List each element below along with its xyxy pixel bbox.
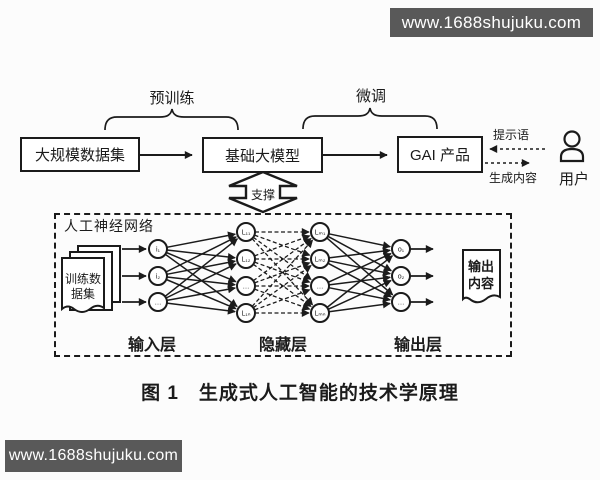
network-edge-dashed [254,261,311,284]
node-label: i₂ [156,274,161,281]
network-node [148,239,168,259]
watermark-bottom: www.1688shujuku.com [5,440,182,472]
network-edge [328,247,391,259]
network-node [310,276,330,296]
network-edge [328,233,391,250]
network-node [310,222,330,242]
output-layer-label: 输出层 [393,337,442,354]
network-nodes [148,222,411,323]
network-edge [328,300,391,313]
node-label: … [243,284,250,291]
node-label: i₁ [156,247,161,254]
network-edge-dashed [254,261,311,284]
hidden-layer-label: 隐藏层 [258,337,307,354]
network-node [236,249,256,269]
pretrain-brace [104,108,239,131]
node-label: … [155,300,162,307]
network-edge-dashed [252,264,312,309]
network-edge-dashed [252,237,312,282]
network-node [391,292,411,312]
finetune-label: 微调 [355,88,386,105]
neural-network-container [54,213,512,357]
pretrain-label: 预训练 [149,90,195,107]
model-box: 基础大模型 [202,137,323,173]
io-arrows [122,245,434,306]
output-doc-line1: 输出 [467,259,494,274]
support-arrow-icon [228,170,298,214]
node-label: Lₘ₂ [315,257,326,264]
input-layer-label: 输入层 [127,337,176,354]
train-doc-line2: 据集 [70,287,95,301]
node-label: L₁₁ [242,230,251,237]
dataset-box: 大规模数据集 [20,137,140,172]
node-label: o₂ [398,274,405,281]
generated-label: 生成内容 [488,171,537,185]
network-node [148,266,168,286]
watermark-top: www.1688shujuku.com [390,8,593,37]
network-node [236,303,256,323]
network-node [310,303,330,323]
node-label: … [398,300,405,307]
train-doc-icon [61,245,121,313]
network-node [236,276,256,296]
network-edges [164,228,394,317]
user-icon [559,130,585,163]
network-edge [165,263,237,299]
network-node [310,249,330,269]
output-doc-text: 输出 内容 [456,258,506,292]
network-node [236,222,256,242]
network-edge [328,286,391,303]
network-edge-dashed [254,288,311,311]
support-label: 支撑 [250,188,275,202]
network-node [391,239,411,259]
finetune-brace [302,107,438,130]
user-label: 用户 [558,171,589,188]
product-box: GAI 产品 [397,136,483,173]
network-edge [327,279,392,310]
network-edge [326,255,394,308]
node-label: Lₘ₁ [315,230,326,237]
prompt-label: 提示语 [492,128,529,142]
train-doc-line1: 训练数 [64,272,101,286]
network-edge-dashed [254,234,311,257]
network-edge [165,236,237,273]
network-node [391,266,411,286]
node-label: Lₘₙ [314,311,325,318]
network-edge [166,302,236,315]
network-node-labels: i₁ i₂ … L₁₁ L₁₂ … L₁ₙ Lₘ₁ Lₘ₂ … Lₘₙ o₁ o… [155,230,405,318]
network-edge [327,252,392,283]
node-label: L₁₂ [242,257,251,264]
network-edge-dashed [251,239,314,307]
user-arrows [485,145,545,167]
network-edge [327,262,393,298]
network-node [148,292,168,312]
neural-network-title: 人工神经网络 [64,218,154,234]
network-edge [164,238,239,297]
output-doc-line2: 内容 [467,276,494,291]
figure-caption: 图 1 生成式人工智能的技术学原理 [141,383,459,404]
output-doc-icon [462,249,501,304]
node-label: L₁ₙ [241,311,250,318]
train-doc-text: 训练数 据集 [58,272,108,302]
network-edge [166,285,236,302]
node-label: … [317,284,324,291]
node-label: o₁ [398,247,405,254]
network-edge-dashed [254,288,311,311]
network-edge-dashed [254,234,311,257]
network-edge [166,231,236,249]
